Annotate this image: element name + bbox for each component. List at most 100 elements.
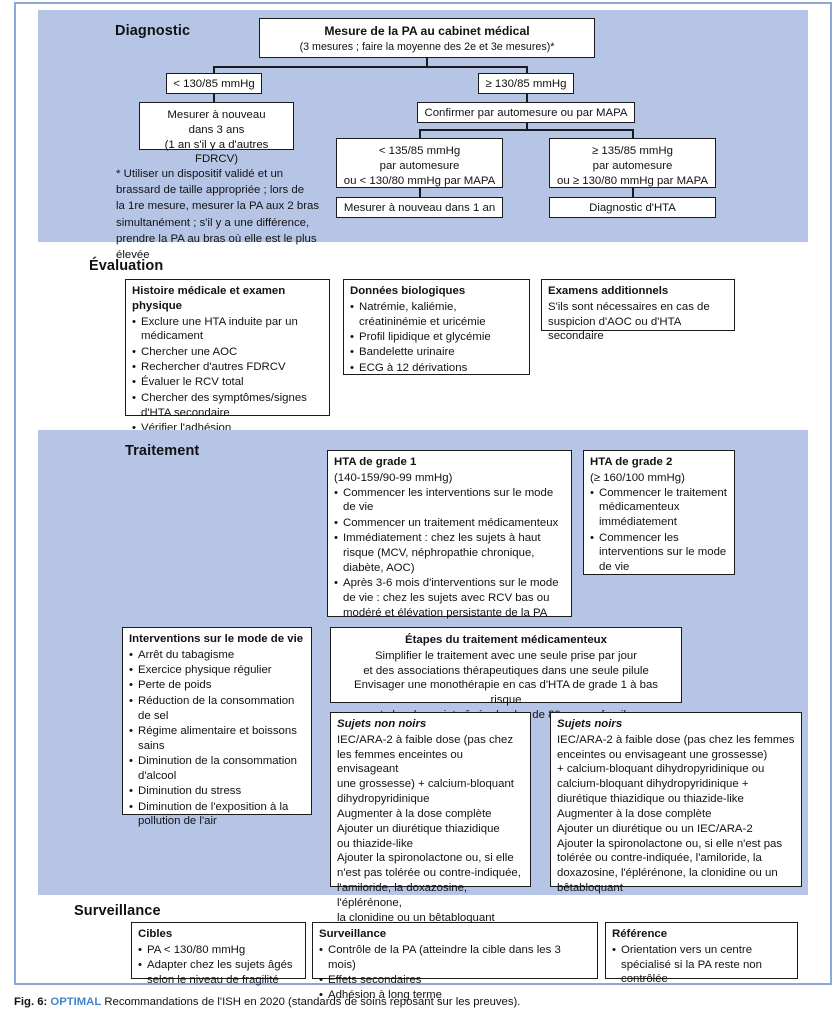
connector-v-home-low [419, 129, 421, 140]
history-item: Rechercher d'autres FDRCV [132, 360, 323, 375]
treatment-non-black-box: Sujets non noirs IEC/ARA-2 à faible dose… [330, 712, 531, 924]
steps-heading: Étapes du traitement médicamenteux [405, 634, 607, 646]
non-black-line: la clonidine ou un bêtabloquant [337, 911, 495, 924]
grade2-item: Commencer le traitement médicamenteux im… [590, 486, 728, 530]
targets-item: Adapter chez les sujets âgés selon le ni… [138, 958, 299, 988]
black-lines: IEC/ARA-2 à faible dose (pas chez les fe… [557, 733, 795, 896]
targets-list: PA < 130/80 mmHg Adapter chez les sujets… [138, 943, 299, 988]
office-measure-title: Mesure de la PA au cabinet médical [324, 24, 530, 38]
targets-item: PA < 130/80 mmHg [138, 943, 299, 958]
home-high-line3: ou ≥ 130/80 mmHg par MAPA [556, 174, 709, 187]
black-heading: Sujets noirs [557, 718, 623, 730]
non-black-line: Ajouter la spironolactone ou, si elle [337, 852, 514, 865]
non-black-lines: IEC/ARA-2 à faible dose (pas chez les fe… [337, 733, 524, 926]
non-black-line: Augmenter à la dose complète [337, 807, 492, 820]
monitoring-item: Contrôle de la PA (atteindre la cible da… [319, 943, 591, 973]
biology-item: Profil lipidique et glycémie [350, 330, 523, 345]
remeasure-3y-line2: dans 3 ans [188, 123, 245, 136]
diagnosis-hta-box: Diagnostic d'HTA [549, 197, 716, 218]
grade1-heading: HTA de grade 1 [334, 456, 417, 468]
footnote-line-5: prendre la PA au bras où elle est le plu… [116, 232, 317, 261]
additional-heading: Examens additionnels [548, 285, 669, 297]
office-measure-subtitle: (3 mesures ; faire la moyenne des 2e et … [299, 40, 555, 53]
black-line: IEC/ARA-2 à faible dose (pas chez les fe… [557, 733, 795, 746]
black-line: bêtabloquant [557, 882, 623, 895]
black-line: doxazosine, l'éplérénone, la clonidine o… [557, 867, 778, 880]
lifestyle-item: Exercice physique régulier [129, 663, 305, 678]
section-title-diagnostic: Diagnostic [115, 23, 191, 39]
history-item: Exclure une HTA induite par un médicamen… [132, 315, 323, 345]
diagnostic-footnote: * Utiliser un dispositif validé et un br… [116, 166, 336, 263]
grade1-subheading: (140-159/90-99 mmHg) [334, 471, 453, 484]
steps-line: Envisager une monothérapie en cas d'HTA … [353, 679, 658, 707]
steps-line: et des associations thérapeutiques dans … [363, 664, 649, 677]
grade1-item: Immédiatement : chez les sujets à haut r… [334, 531, 565, 575]
non-black-line: une grossesse) + calcium-bloquant [337, 778, 514, 791]
monitoring-heading: Surveillance [319, 928, 387, 940]
monitoring-item: Effets secondaires [319, 973, 591, 988]
lifestyle-item: Arrêt du tabagisme [129, 648, 305, 663]
biology-item: Natrémie, kaliémie, créatininémie et uri… [350, 300, 523, 330]
connector-v-low-result [419, 188, 421, 198]
grade2-item: Commencer les interventions sur le mode … [590, 531, 728, 575]
history-list: Exclure une HTA induite par un médicamen… [132, 315, 323, 436]
non-black-line: IEC/ARA-2 à faible dose (pas chez [337, 733, 514, 746]
grade1-item: Après 3-6 mois d'interventions sur le mo… [334, 576, 565, 620]
grade1-item: Commencer les interventions sur le mode … [334, 486, 565, 516]
surveillance-targets-box: Cibles PA < 130/80 mmHg Adapter chez les… [131, 922, 306, 986]
grade2-subheading: (≥ 160/100 mmHg) [590, 471, 685, 484]
lifestyle-item: Réduction de la consommation de sel [129, 694, 305, 724]
lifestyle-heading: Interventions sur le mode de vie [129, 633, 304, 645]
home-low-line1: < 135/85 mmHg [378, 145, 461, 157]
footnote-line-4: simultanément ; s'il y a une différence, [116, 216, 310, 229]
caption-highlight: OPTIMAL [50, 996, 102, 1008]
remeasure-1y-box: Mesurer à nouveau dans 1 an [336, 197, 503, 218]
connector-v-root [426, 58, 428, 67]
referral-list: Orientation vers un centre spécialisé si… [612, 943, 791, 987]
caption-prefix: Fig. 6: [14, 996, 48, 1008]
black-line: + calcium-bloquant dihydropyridinique ou [557, 763, 765, 776]
referral-item: Orientation vers un centre spécialisé si… [612, 943, 791, 987]
non-black-line: n'est pas tolérée ou contre-indiquée, [337, 867, 521, 880]
black-line: Ajouter un diurétique ou un IEC/ARA-2 [557, 822, 753, 835]
section-title-evaluation: Évaluation [89, 258, 164, 274]
caption-text: Recommandations de l'ISH en 2020 (standa… [104, 996, 521, 1008]
history-item: Évaluer le RCV total [132, 375, 323, 390]
additional-line: suspicion d'AOC ou d'HTA secondaire [548, 315, 681, 343]
evaluation-history-box: Histoire médicale et examen physique Exc… [125, 279, 330, 436]
evaluation-additional-box: Examens additionnels S'ils sont nécessai… [541, 279, 735, 342]
lifestyle-item: Diminution de l'exposition à la pollutio… [129, 800, 305, 830]
treatment-grade1-box: HTA de grade 1 (140-159/90-99 mmHg) Comm… [327, 450, 572, 620]
office-measure-box: Mesure de la PA au cabinet médical (3 me… [259, 18, 595, 58]
home-high-line1: ≥ 135/85 mmHg [592, 145, 673, 157]
biology-heading: Données biologiques [350, 285, 466, 297]
black-line: tolérée ou contre-indiquée, l'amiloride,… [557, 852, 762, 865]
branch-high-box: ≥ 130/85 mmHg [478, 73, 574, 94]
treatment-lifestyle-box: Interventions sur le mode de vie Arrêt d… [122, 627, 312, 827]
home-low-box: < 135/85 mmHg par automesure ou < 130/80… [336, 138, 503, 188]
lifestyle-item: Perte de poids [129, 678, 305, 693]
remeasure-3y-box: Mesurer à nouveau dans 3 ans (1 an s'il … [139, 102, 294, 165]
non-black-line: ou thiazide-like [337, 837, 413, 850]
footnote-line-1: * Utiliser un dispositif validé et un [116, 168, 284, 180]
footnote-line-3: la 1re mesure, mesurer la PA aux 2 bras [116, 200, 320, 213]
additional-lines: S'ils sont nécessaires en cas de suspici… [548, 300, 728, 344]
home-high-box: ≥ 135/85 mmHg par automesure ou ≥ 130/80… [549, 138, 716, 188]
connector-h-split [213, 66, 527, 68]
targets-heading: Cibles [138, 928, 173, 940]
black-line: diurétique thiazidique ou thiazide-like [557, 793, 744, 806]
lifestyle-item: Régime alimentaire et boissons sains [129, 724, 305, 754]
steps-line: Simplifier le traitement avec une seule … [374, 649, 638, 662]
grade1-item: Commencer un traitement médicamenteux [334, 516, 565, 531]
section-title-treatment: Traitement [125, 443, 200, 459]
treatment-black-box: Sujets noirs IEC/ARA-2 à faible dose (pa… [550, 712, 802, 894]
connector-v-right [526, 66, 528, 76]
home-low-line3: ou < 130/80 mmHg par MAPA [343, 174, 496, 187]
biology-item: Bandelette urinaire [350, 345, 523, 360]
confirm-box: Confirmer par automesure ou par MAPA [417, 102, 635, 123]
treatment-grade2-box: HTA de grade 2 (≥ 160/100 mmHg) Commence… [583, 450, 735, 575]
connector-v-left [213, 66, 215, 76]
biology-item: ECG à 12 dérivations [350, 361, 523, 376]
connector-v-confirm [526, 123, 528, 130]
